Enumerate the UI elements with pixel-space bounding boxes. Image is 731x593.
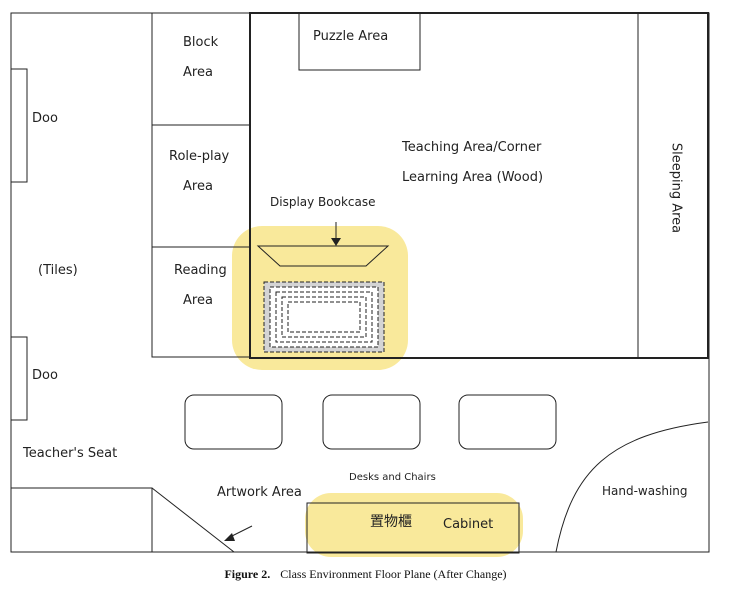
figure-number: Figure 2. bbox=[224, 567, 271, 581]
desks-chairs-label: Desks and Chairs bbox=[349, 472, 436, 483]
teaching-area-label-1: Teaching Area/Corner bbox=[402, 140, 542, 155]
desk bbox=[184, 394, 283, 450]
role-play-label-2: Area bbox=[183, 179, 213, 194]
bookcase-arrowhead bbox=[331, 238, 341, 246]
display-bookcase-label: Display Bookcase bbox=[270, 195, 376, 209]
block-area-label-1: Block bbox=[183, 35, 219, 50]
puzzle-area-label: Puzzle Area bbox=[313, 29, 389, 44]
artwork-area-diagonal bbox=[151, 487, 235, 553]
cabinet-chinese-label: 置物櫃 bbox=[370, 514, 412, 530]
tiles-label: (Tiles) bbox=[38, 263, 78, 278]
reading-label-1: Reading bbox=[174, 263, 227, 278]
hand-washing-label: Hand-washing bbox=[602, 484, 688, 498]
desk bbox=[458, 394, 557, 450]
cabinet-highlight bbox=[305, 493, 523, 557]
figure-caption: Figure 2. Class Environment Floor Plane (… bbox=[0, 567, 731, 582]
teaching-area bbox=[249, 12, 709, 359]
role-play-label-1: Role-play bbox=[169, 149, 230, 164]
teacher-seat-label: Teacher's Seat bbox=[23, 446, 118, 461]
block-area-label-2: Area bbox=[183, 65, 213, 80]
reading-label-2: Area bbox=[183, 293, 213, 308]
desk bbox=[322, 394, 421, 450]
door-bottom-label: Doo bbox=[32, 368, 58, 383]
door-bottom bbox=[10, 336, 28, 421]
teaching-area-label-2: Learning Area (Wood) bbox=[402, 170, 544, 185]
cabinet-label: Cabinet bbox=[443, 517, 494, 532]
carpet bbox=[263, 281, 385, 353]
display-bookcase bbox=[256, 245, 390, 267]
artwork-arrowhead bbox=[224, 533, 235, 541]
door-top bbox=[10, 68, 28, 183]
hand-washing-curve bbox=[555, 421, 709, 553]
sleeping-area-label: Sleeping Area bbox=[668, 142, 684, 234]
cabinet bbox=[306, 502, 520, 554]
door-top-label: Doo bbox=[32, 111, 58, 126]
artwork-area-label: Artwork Area bbox=[217, 485, 302, 500]
figure-caption-text: Class Environment Floor Plane (After Cha… bbox=[280, 567, 507, 581]
artwork-area-wall bbox=[11, 487, 153, 552]
puzzle-area bbox=[298, 12, 421, 71]
